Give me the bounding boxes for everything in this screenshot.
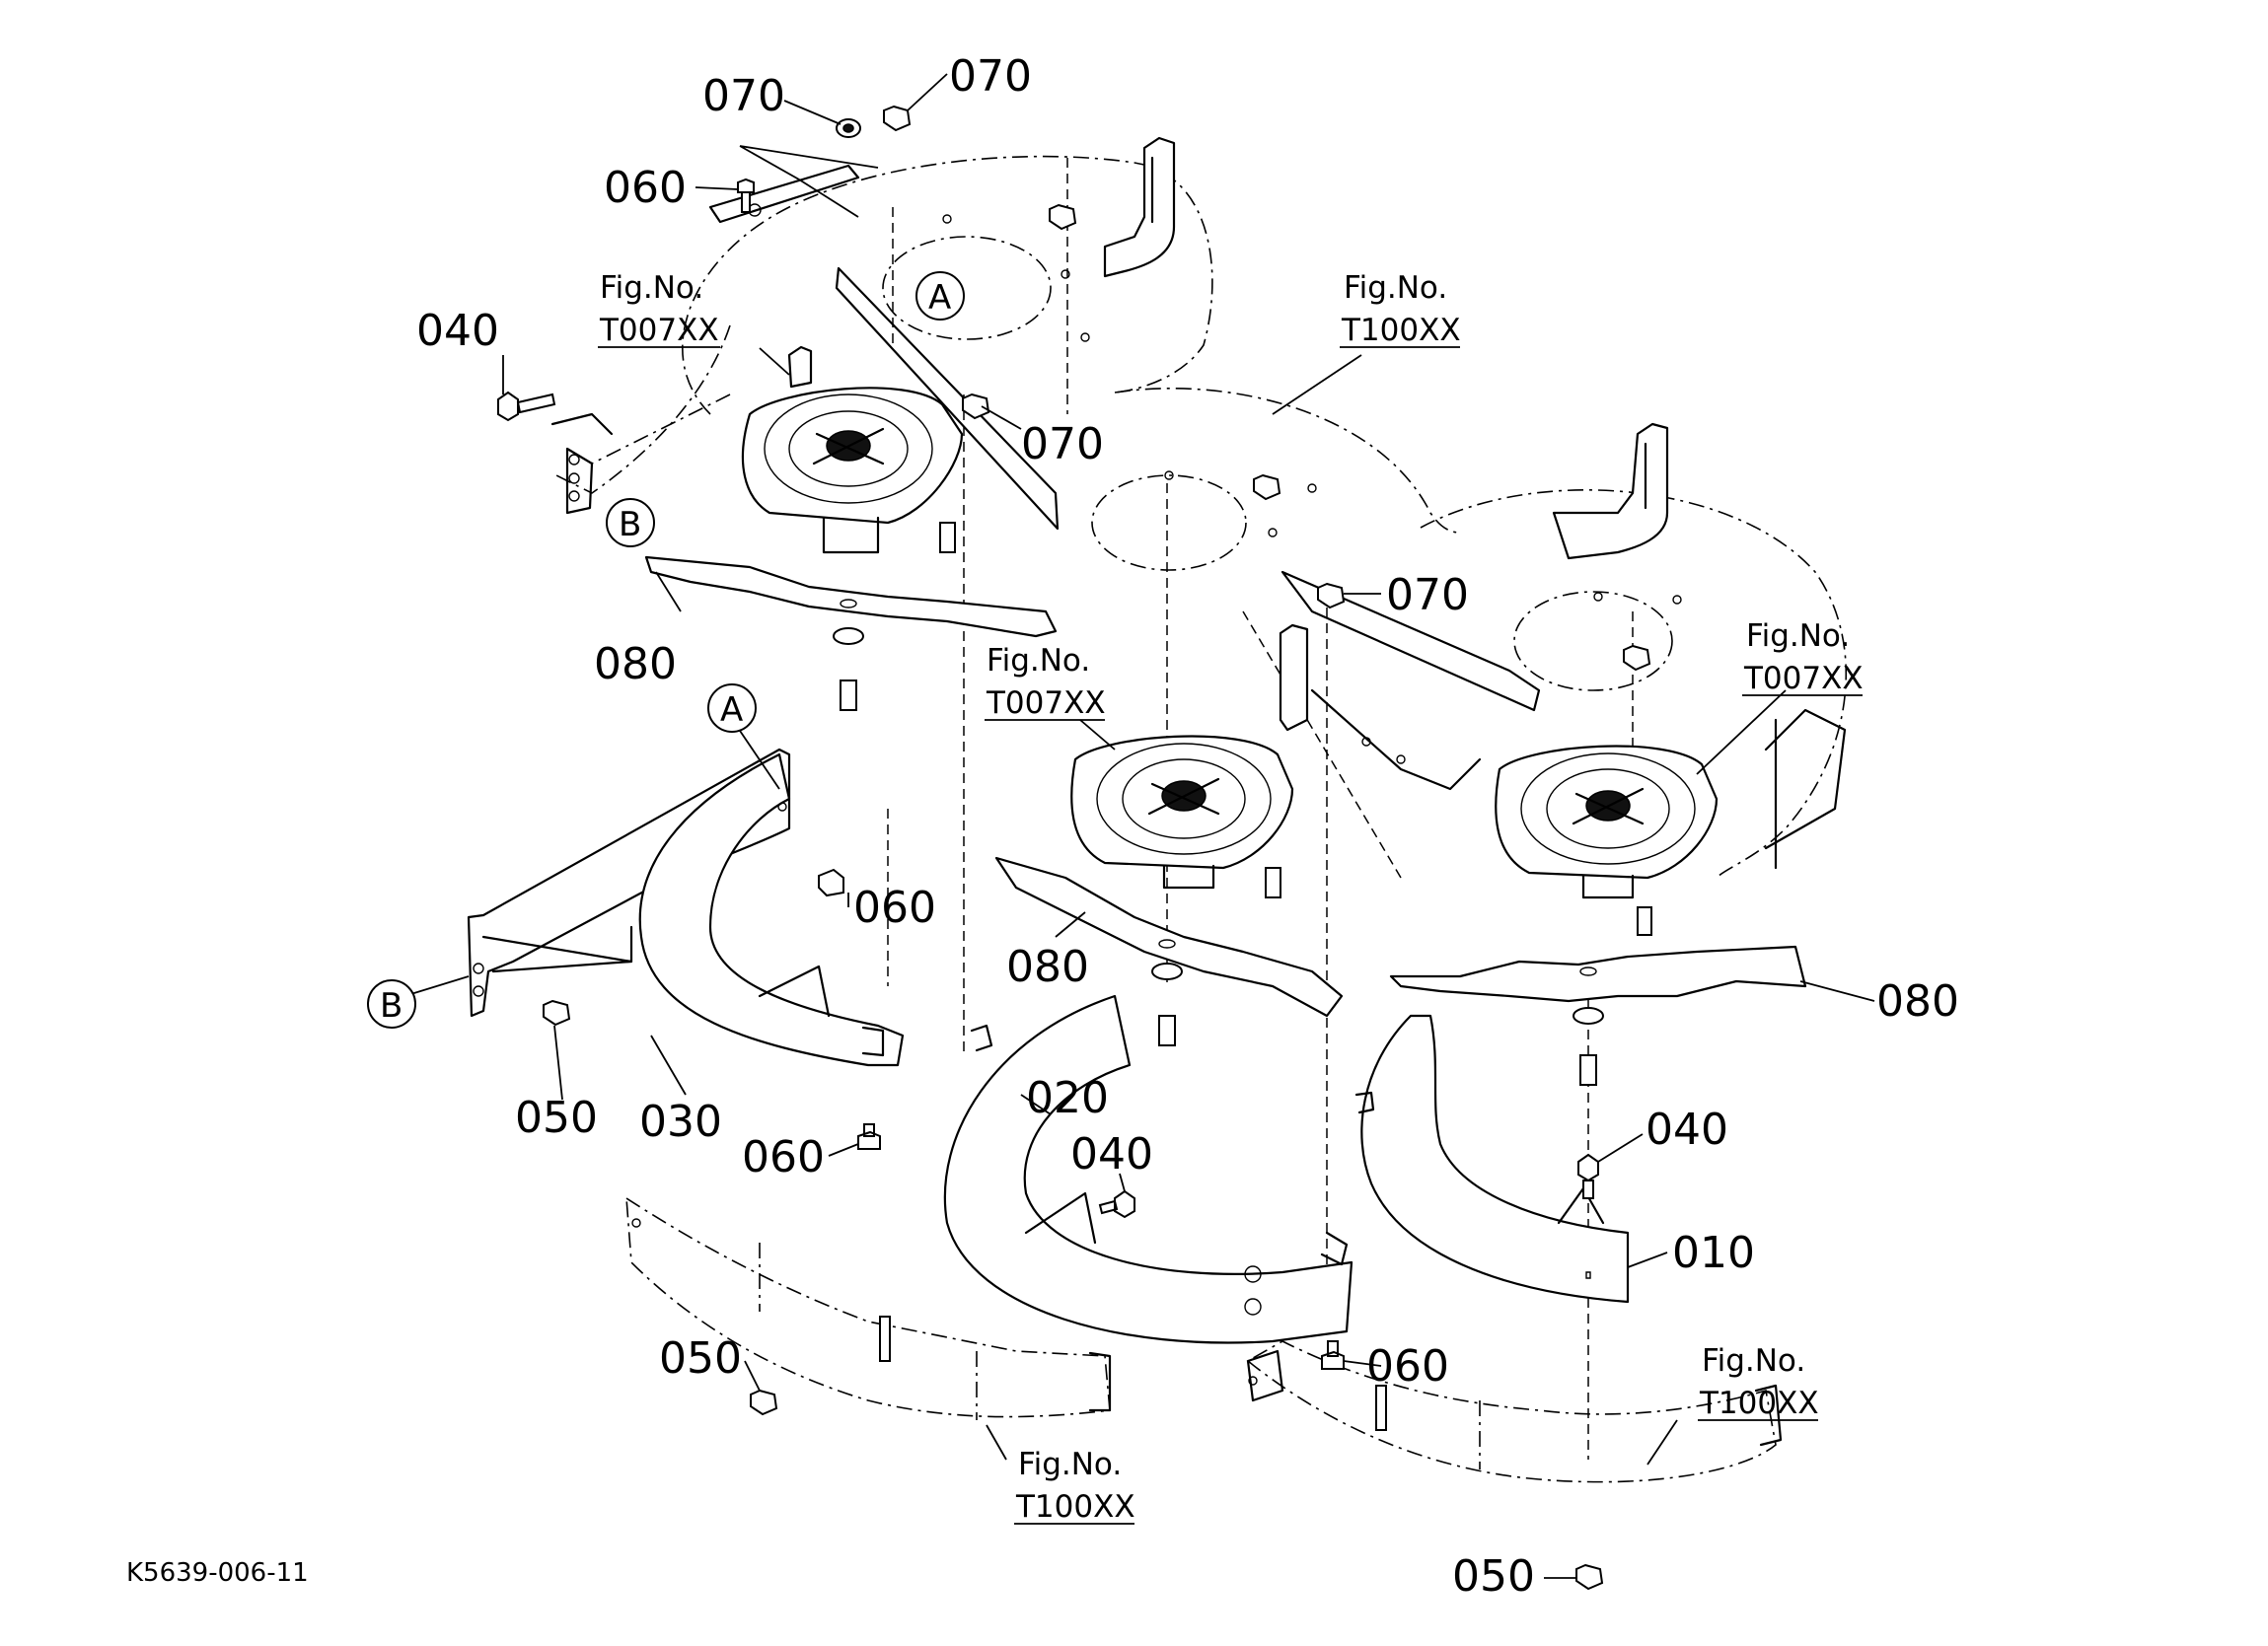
hardware	[497, 105, 1651, 1591]
leader-lines	[403, 73, 1875, 1579]
fig-no-label: Fig.No.	[1344, 270, 1447, 306]
callout-030: 030	[639, 1097, 722, 1147]
callout-080: 080	[1876, 976, 1959, 1027]
deck-belt-guide-right	[1552, 422, 1669, 560]
fig-ref-front-right: T100XX	[1699, 1386, 1819, 1421]
callout-060: 060	[604, 163, 687, 213]
detail-marker-a: A	[928, 278, 951, 318]
callout-010: 010	[1672, 1228, 1755, 1278]
spindle-assembly-center	[1070, 735, 1294, 890]
blade-center	[994, 856, 1344, 1018]
figure-references: Fig.No. T007XX Fig.No. T100XX Fig.No. T0…	[598, 270, 1864, 1525]
deck-belt-guide-left	[1103, 136, 1176, 278]
fig-ref-front-left: T100XX	[1015, 1489, 1135, 1525]
callout-050: 050	[659, 1333, 742, 1384]
diagram-code: K5639-006-11	[126, 1558, 309, 1588]
fig-no-label: Fig.No.	[600, 270, 703, 306]
callout-060: 060	[853, 883, 936, 933]
fig-no-label: Fig.No.	[1018, 1447, 1122, 1482]
callout-040: 040	[1646, 1105, 1728, 1155]
callout-060: 060	[742, 1132, 825, 1182]
callout-050: 050	[1452, 1551, 1535, 1602]
fig-ref-spindle-left: T007XX	[599, 313, 719, 348]
callout-070: 070	[1021, 419, 1104, 469]
detail-markers: A B A B	[367, 271, 965, 1029]
fig-ref-spindle-right: T007XX	[1743, 661, 1864, 696]
fig-no-label: Fig.No.	[987, 643, 1090, 679]
blade-right	[1389, 945, 1807, 1003]
callout-040: 040	[1070, 1129, 1153, 1180]
deck-belt-guide-center	[1279, 623, 1309, 732]
fig-ref-spindle-center: T007XX	[986, 685, 1106, 721]
callout-080: 080	[594, 639, 677, 689]
callout-060: 060	[1366, 1341, 1449, 1392]
detail-marker-b: B	[619, 505, 641, 544]
callout-070: 070	[702, 71, 785, 121]
mower-deck-top	[550, 155, 1847, 1460]
fig-no-label: Fig.No.	[1702, 1343, 1805, 1379]
callout-050: 050	[515, 1093, 598, 1143]
fig-no-label: Fig.No.	[1746, 618, 1850, 654]
detail-marker-b: B	[380, 986, 402, 1026]
spindle-assembly-left	[741, 345, 964, 554]
blade-washers-bolts	[833, 522, 1652, 1086]
callout-080: 080	[1006, 942, 1089, 992]
callout-labels: 070 070 070 070 060 060 060 060 040 040 …	[416, 51, 1959, 1602]
spindle-assembly-right	[1495, 745, 1719, 899]
front-skirt-left	[625, 1196, 1112, 1420]
detail-marker-a: A	[720, 690, 743, 730]
callout-040: 040	[416, 306, 499, 356]
callout-020: 020	[1026, 1073, 1109, 1123]
callout-070: 070	[1386, 570, 1469, 620]
blade-left	[644, 555, 1058, 638]
front-skirt-right	[1246, 1340, 1783, 1483]
baffle-020	[943, 994, 1353, 1344]
callout-070: 070	[949, 51, 1032, 102]
fig-ref-deck-top: T100XX	[1341, 313, 1461, 348]
discharge-chute-030	[467, 748, 905, 1067]
